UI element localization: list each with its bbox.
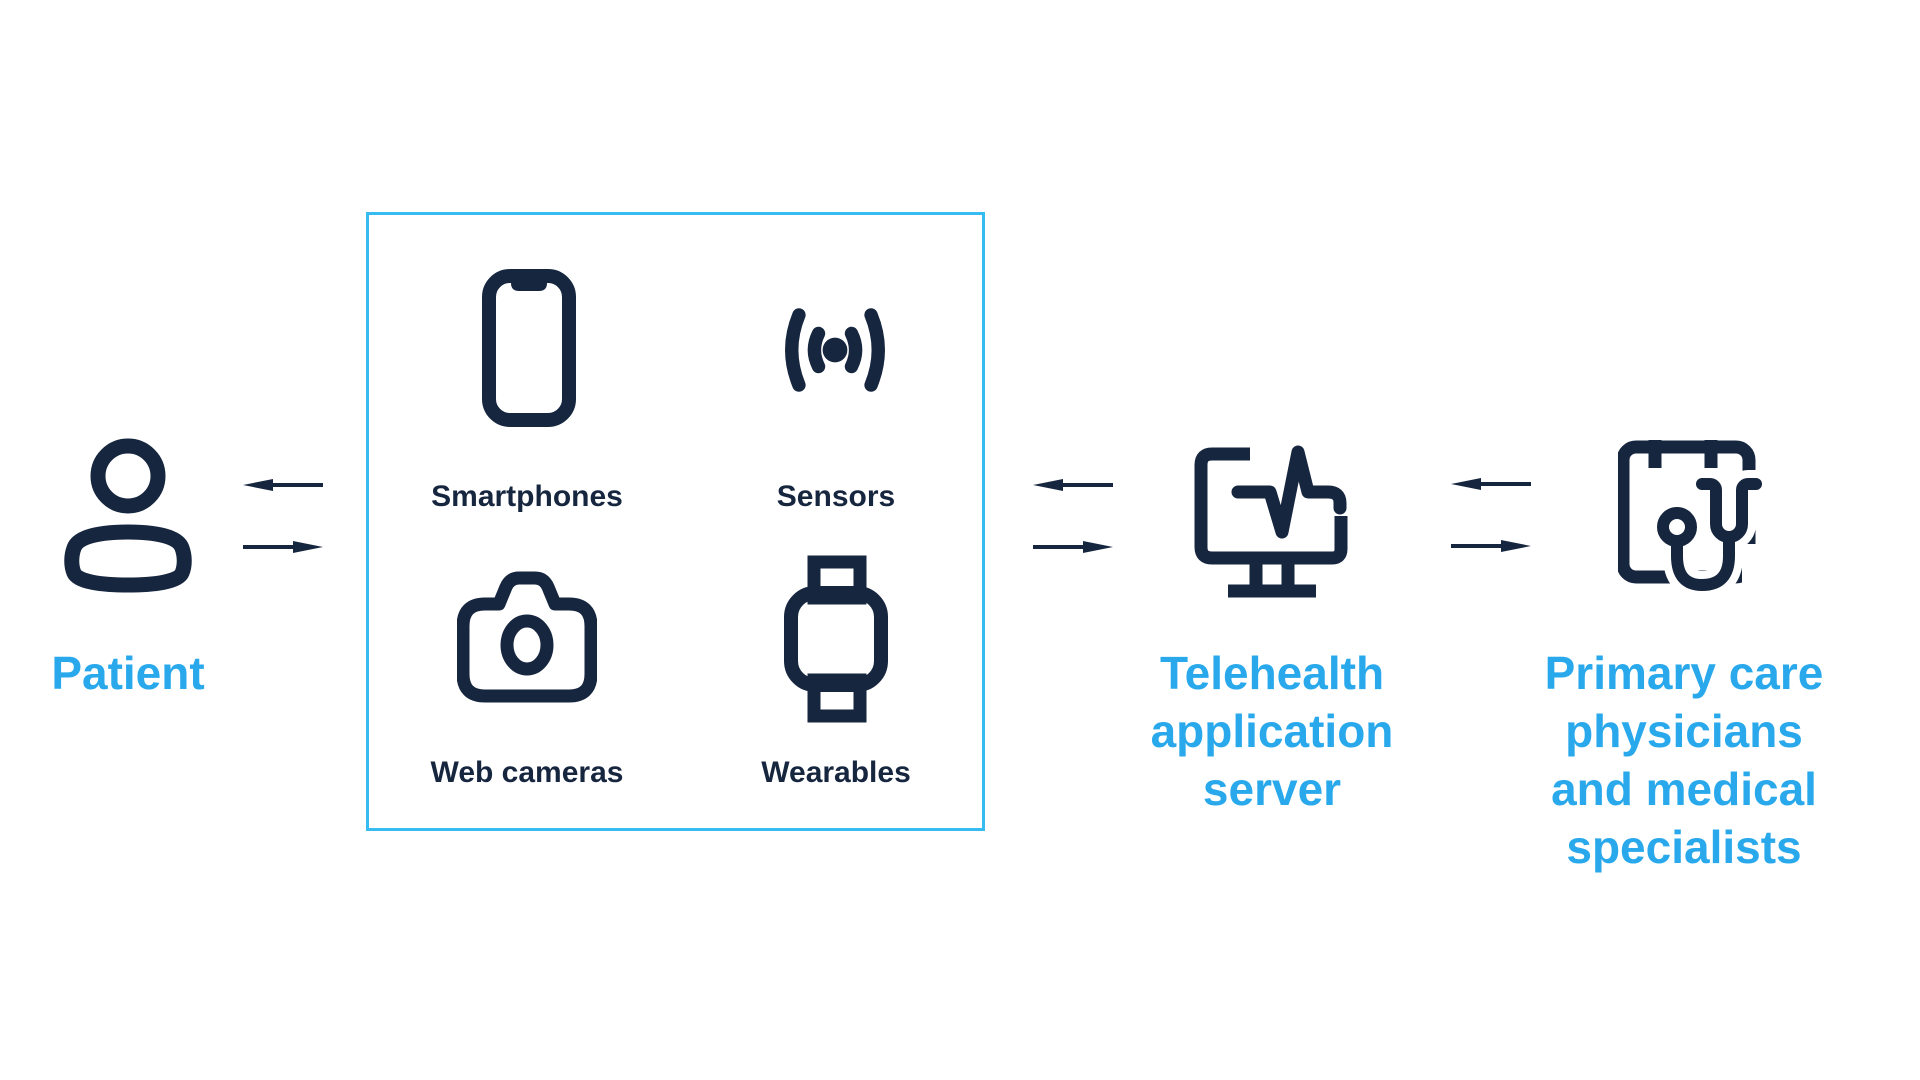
physicians-label-line-3: and medical xyxy=(1551,763,1817,815)
person-icon xyxy=(62,428,194,596)
calendar-stethoscope-icon xyxy=(1618,438,1770,602)
physicians-label-line-1: Primary care xyxy=(1544,647,1824,699)
arrow-right-icon xyxy=(1451,540,1531,552)
server-label: Telehealth application server xyxy=(1072,644,1472,818)
arrow-right-icon xyxy=(243,541,323,553)
server-label-line-2: application xyxy=(1150,705,1394,757)
physicians-label-line-2: physicians xyxy=(1565,705,1803,757)
arrow-pair-devices-server xyxy=(1033,479,1113,553)
web-cameras-label: Web cameras xyxy=(430,756,624,789)
wireless-sensor-icon xyxy=(767,305,903,395)
sensors-label: Sensors xyxy=(776,480,896,513)
patient-label: Patient xyxy=(51,647,205,699)
server-label-line-3: server xyxy=(1202,763,1342,815)
arrow-left-icon xyxy=(1451,478,1531,490)
monitor-heartbeat-icon xyxy=(1192,444,1352,602)
arrow-right-icon xyxy=(1033,541,1113,553)
physicians-label-line-4: specialists xyxy=(1566,821,1802,873)
arrow-left-icon xyxy=(243,479,323,491)
server-label-line-1: Telehealth xyxy=(1159,647,1385,699)
physicians-label: Primary care physicians and medical spec… xyxy=(1484,644,1884,876)
smartwatch-icon xyxy=(784,555,888,723)
arrow-pair-patient-devices xyxy=(243,479,323,553)
arrow-left-icon xyxy=(1033,479,1113,491)
arrow-pair-server-physicians xyxy=(1451,478,1531,552)
wearables-label: Wearables xyxy=(761,756,911,789)
camera-icon xyxy=(457,570,597,706)
smartphones-label: Smartphones xyxy=(431,480,623,513)
smartphone-icon xyxy=(481,269,577,427)
devices-box: Smartphones Sensors Web cameras Wearable… xyxy=(366,212,985,831)
